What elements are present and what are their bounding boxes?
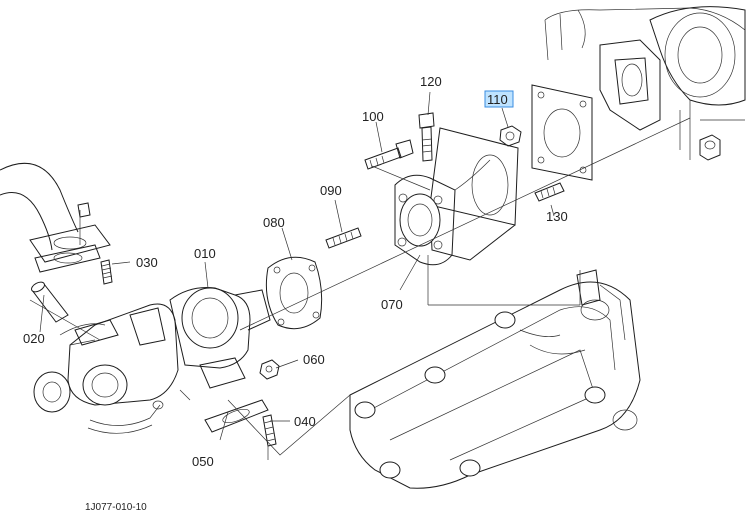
turbocharger-drawing <box>33 287 271 434</box>
part-110-drawing <box>499 125 522 147</box>
part-label-120[interactable]: 120 <box>420 74 442 89</box>
part-label-040[interactable]: 040 <box>294 414 316 429</box>
elbow-housing-drawing <box>394 127 519 266</box>
engine-block-drawing <box>544 6 746 161</box>
assembly-lines <box>29 117 691 460</box>
part-040-drawing <box>262 414 277 447</box>
part-060-drawing <box>259 359 280 380</box>
part-label-030[interactable]: 030 <box>136 255 158 270</box>
part-020-drawing <box>31 281 69 323</box>
part-label-060[interactable]: 060 <box>303 352 325 367</box>
part-label-010[interactable]: 010 <box>194 246 216 261</box>
exhaust-manifold-drawing <box>349 269 641 489</box>
drawing-reference-code: 1J077-010-10 <box>85 502 147 513</box>
part-label-070[interactable]: 070 <box>381 297 403 312</box>
part-label-050[interactable]: 050 <box>192 454 214 469</box>
part-label-020[interactable]: 020 <box>23 331 45 346</box>
part-label-100[interactable]: 100 <box>362 109 384 124</box>
part-label-110[interactable]: 110 <box>487 92 508 107</box>
intake-pipe-drawing <box>0 162 111 273</box>
part-label-080[interactable]: 080 <box>263 215 285 230</box>
part-label-130[interactable]: 130 <box>546 209 568 224</box>
part-120-drawing <box>418 112 435 162</box>
part-label-090[interactable]: 090 <box>320 183 342 198</box>
part-080-drawing <box>265 256 323 330</box>
part-030-drawing <box>100 259 113 285</box>
leader-lines <box>39 91 555 441</box>
part-050-drawing <box>204 399 269 433</box>
highlight-box <box>484 90 514 108</box>
square-gasket-drawing <box>531 84 593 181</box>
part-130-drawing <box>534 182 565 202</box>
part-100-drawing <box>364 139 414 170</box>
part-090-drawing <box>325 227 362 249</box>
